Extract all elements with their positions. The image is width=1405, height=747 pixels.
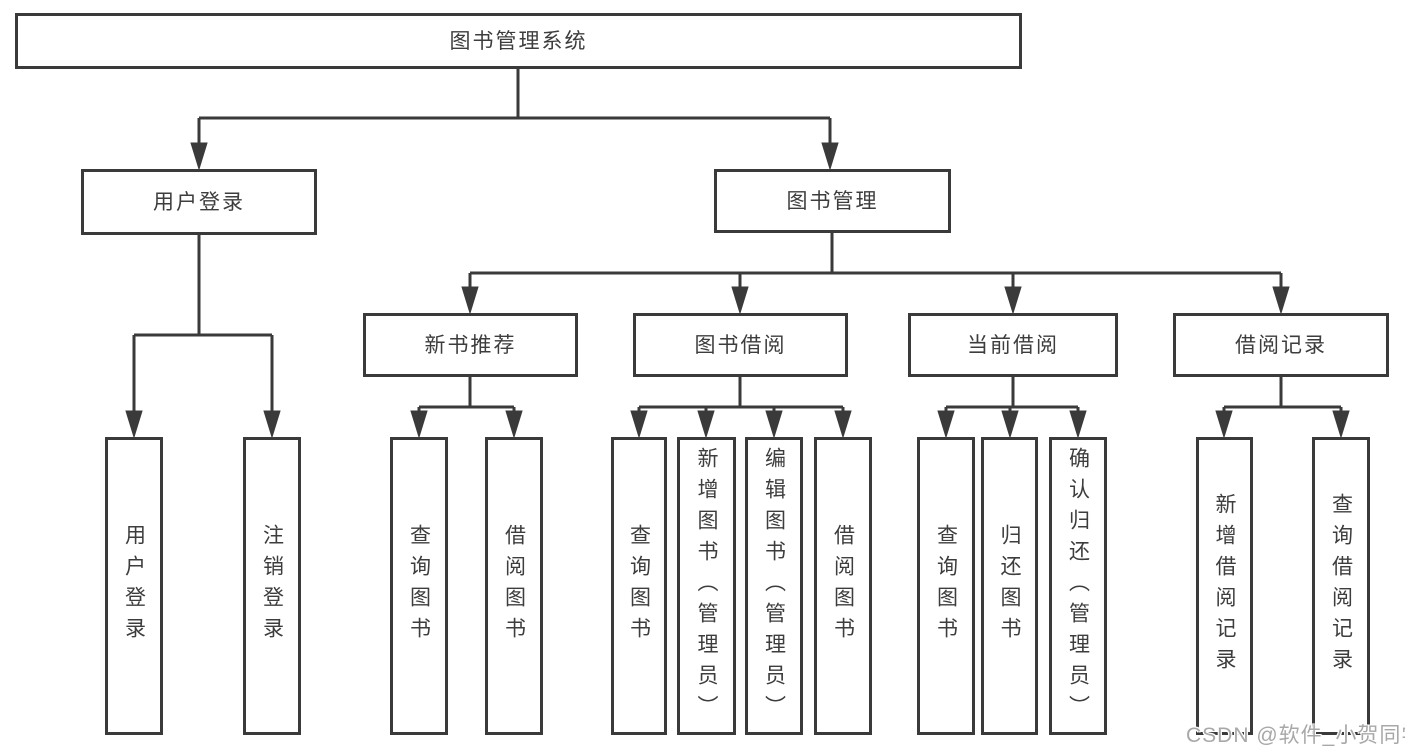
leaf-nbr-borrow-books: 借阅图书 [485,437,543,735]
leaf-cb-confirm-return-admin-label: 确认归还（管理员） [1066,446,1090,726]
arrow-down-icon [937,410,955,439]
leaf-bb-edit-books-admin-label: 编辑图书（管理员） [762,446,786,726]
node-book-management: 图书管理 [714,169,951,233]
node-user-login: 用户登录 [81,169,317,235]
arrow-down-icon [125,410,143,439]
node-book-borrow-label: 图书借阅 [694,333,787,357]
arrow-down-icon [630,410,648,439]
arrow-down-icon [821,142,839,171]
node-new-book-recommend-label: 新书推荐 [424,333,517,357]
leaf-cb-return-books-label: 归还图书 [998,524,1021,648]
node-root: 图书管理系统 [15,13,1022,69]
arrow-down-icon [1272,286,1290,315]
node-current-borrow-label: 当前借阅 [967,333,1059,357]
node-root-label: 图书管理系统 [449,29,588,53]
leaf-nbr-query-books: 查询图书 [390,437,448,735]
leaf-bb-query-books-label: 查询图书 [627,524,651,648]
leaf-br-add-record: 新增借阅记录 [1196,437,1253,735]
leaf-bb-add-books-admin-label: 新增图书（管理员） [695,446,718,726]
leaf-br-query-record: 查询借阅记录 [1312,437,1370,735]
leaf-nbr-borrow-books-label: 借阅图书 [502,524,526,648]
arrow-down-icon [834,410,852,439]
arrow-down-icon [263,410,281,439]
leaf-cb-confirm-return-admin: 确认归还（管理员） [1049,437,1107,735]
node-borrow-record-label: 借阅记录 [1235,333,1327,357]
arrow-down-icon [1332,410,1350,439]
leaf-cb-query-books-label: 查询图书 [934,524,958,648]
node-new-book-recommend: 新书推荐 [363,313,578,377]
leaf-user-login: 用户登录 [105,437,163,735]
arrow-down-icon [765,410,783,439]
arrow-down-icon [731,286,749,315]
arrow-down-icon [461,286,479,315]
node-book-borrow: 图书借阅 [633,313,848,377]
arrow-down-icon [190,142,208,171]
leaf-logout: 注销登录 [243,437,301,735]
leaf-cb-query-books: 查询图书 [917,437,975,735]
node-book-management-label: 图书管理 [786,189,879,213]
arrow-down-icon [505,410,523,439]
leaf-bb-borrow-books-label: 借阅图书 [831,524,855,648]
arrow-down-icon [1001,410,1019,439]
leaf-bb-add-books-admin: 新增图书（管理员） [677,437,736,735]
leaf-br-query-record-label: 查询借阅记录 [1329,493,1353,679]
arrow-down-icon [697,410,715,439]
leaf-bb-query-books: 查询图书 [611,437,667,735]
leaf-bb-edit-books-admin: 编辑图书（管理员） [745,437,803,735]
leaf-nbr-query-books-label: 查询图书 [407,524,431,648]
node-user-login-label: 用户登录 [153,190,245,214]
leaf-bb-borrow-books: 借阅图书 [814,437,872,735]
arrow-down-icon [1004,286,1022,315]
arrow-down-icon [410,410,428,439]
leaf-cb-return-books: 归还图书 [981,437,1038,735]
watermark: CSDN @软件_小贺同学 [1186,724,1405,747]
leaf-logout-label: 注销登录 [260,524,284,648]
arrow-down-icon [1215,410,1233,439]
leaf-br-add-record-label: 新增借阅记录 [1213,493,1236,679]
leaf-user-login-label: 用户登录 [122,524,146,648]
node-borrow-record: 借阅记录 [1173,313,1389,377]
node-current-borrow: 当前借阅 [908,313,1118,377]
arrow-down-icon [1069,410,1087,439]
